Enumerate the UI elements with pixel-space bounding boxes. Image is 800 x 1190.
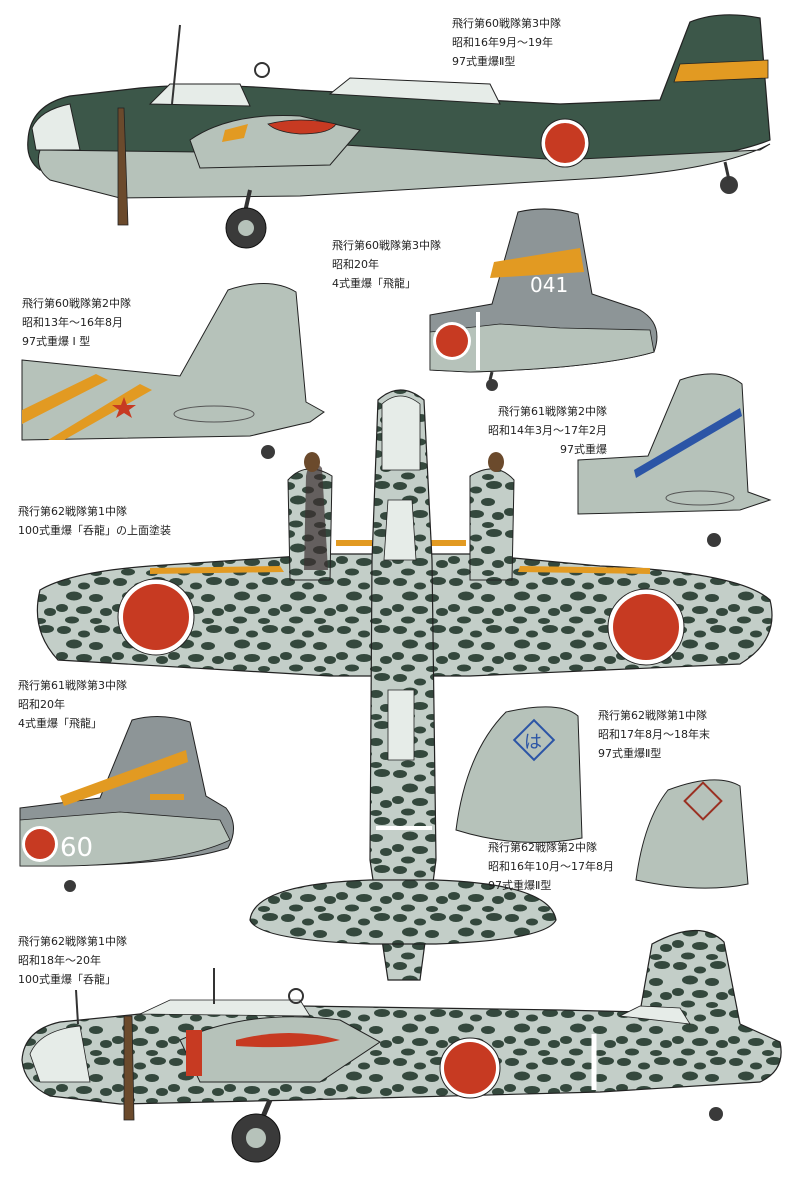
caption-line: 100式重爆「呑龍」 <box>18 973 116 986</box>
tail-code-60: 60 <box>60 833 93 863</box>
caption-line: 97式重爆Ⅱ型 <box>452 55 516 68</box>
caption-line: 100式重爆「呑龍」の上面塗装 <box>18 524 171 537</box>
ki21-ii-tail-62-sentai-2 <box>635 779 749 889</box>
caption-line: 飛行第62戦隊第1中隊 <box>18 935 127 948</box>
caption-ki49-62-1-side: 飛行第62戦隊第1中隊 昭和18年～20年 100式重爆「呑龍」 <box>18 932 127 989</box>
caption-ki49-62-1-top: 飛行第62戦隊第1中隊 100式重爆「呑龍」の上面塗装 <box>18 502 171 540</box>
caption-line: 97式重爆 <box>560 443 607 456</box>
caption-line: 昭和20年 <box>332 258 379 271</box>
hinomaru-roundel-icon <box>545 123 585 163</box>
ki67-tail-61-sentai: 60 <box>19 716 234 892</box>
caption-line: 飛行第61戦隊第2中隊 <box>498 405 607 418</box>
tail-code-041: 041 <box>530 273 568 297</box>
ki21-i-tail-60-sentai <box>21 282 325 459</box>
caption-ki21-ii-60-3: 飛行第60戦隊第3中隊 昭和16年9月～19年 97式重爆Ⅱ型 <box>452 14 561 71</box>
caption-line: 昭和18年～20年 <box>18 954 101 967</box>
caption-line: 飛行第60戦隊第2中隊 <box>22 297 131 310</box>
ki21-ii-side-view-top <box>27 14 771 249</box>
ki21-tail-61-sentai <box>577 373 772 547</box>
caption-ki21-i-60-2: 飛行第60戦隊第2中隊 昭和13年～16年8月 97式重爆 I 型 <box>22 294 131 351</box>
ki49-donryu-top-view <box>36 389 773 981</box>
ki49-donryu-side-view <box>21 929 782 1163</box>
caption-ki21-ii-62-1: 飛行第62戦隊第1中隊 昭和17年8月～18年末 97式重爆Ⅱ型 <box>598 706 710 763</box>
hinomaru-roundel-icon <box>123 584 189 650</box>
caption-line: 飛行第60戦隊第3中隊 <box>332 239 441 252</box>
caption-ki67-61-3: 飛行第61戦隊第3中隊 昭和20年 4式重爆「飛龍」 <box>18 676 127 733</box>
caption-ki21-ii-62-2: 飛行第62戦隊第2中隊 昭和16年10月～17年8月 97式重爆Ⅱ型 <box>488 838 614 895</box>
caption-line: 昭和20年 <box>18 698 65 711</box>
caption-ki21-61-2: 飛行第61戦隊第2中隊 昭和14年3月～17年2月 97式重爆 <box>488 402 607 459</box>
caption-line: 飛行第61戦隊第3中隊 <box>18 679 127 692</box>
caption-line: 4式重爆「飛龍」 <box>332 277 416 290</box>
caption-line: 飛行第62戦隊第1中隊 <box>598 709 707 722</box>
tail-emblem-ha: は <box>524 732 542 753</box>
hinomaru-roundel-icon <box>444 1042 496 1094</box>
caption-line: 飛行第60戦隊第3中隊 <box>452 17 561 30</box>
ki21-ii-tail-62-sentai-1: は <box>455 706 583 843</box>
hinomaru-roundel-icon <box>436 325 468 357</box>
hinomaru-roundel-icon <box>613 594 679 660</box>
caption-line: 飛行第62戦隊第1中隊 <box>18 505 127 518</box>
caption-line: 昭和16年9月～19年 <box>452 36 553 49</box>
caption-line: 97式重爆Ⅱ型 <box>598 747 662 760</box>
hinomaru-roundel-icon <box>25 829 55 859</box>
caption-ki67-60-3: 飛行第60戦隊第3中隊 昭和20年 4式重爆「飛龍」 <box>332 236 441 293</box>
ki67-tail-60-sentai: 041 <box>429 208 658 391</box>
red-star-icon <box>112 397 136 418</box>
caption-line: 飛行第62戦隊第2中隊 <box>488 841 597 854</box>
caption-line: 昭和13年～16年8月 <box>22 316 123 329</box>
caption-line: 97式重爆 I 型 <box>22 335 91 348</box>
caption-line: 昭和16年10月～17年8月 <box>488 860 614 873</box>
caption-line: 4式重爆「飛龍」 <box>18 717 102 730</box>
caption-line: 97式重爆Ⅱ型 <box>488 879 552 892</box>
caption-line: 昭和17年8月～18年末 <box>598 728 710 741</box>
caption-line: 昭和14年3月～17年2月 <box>488 424 607 437</box>
